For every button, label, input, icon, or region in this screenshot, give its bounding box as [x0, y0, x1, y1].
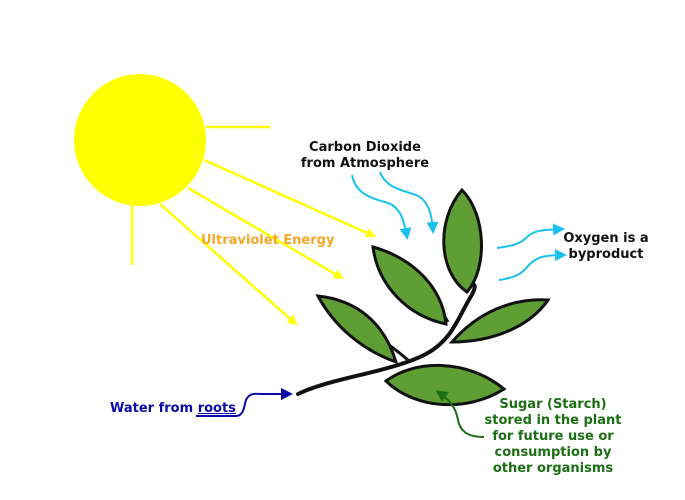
sun-disc — [74, 74, 206, 206]
co2-label-line-1: Carbon Dioxide — [309, 140, 421, 155]
leaf-top — [442, 187, 483, 294]
sugar-label-line-1: Sugar (Starch) — [499, 397, 607, 412]
oxygen-label: Oxygen is a byproduct — [556, 231, 656, 263]
leaf-left — [315, 294, 399, 365]
water-label-text: Water from — [110, 401, 198, 416]
oxygen-label-line-2: byproduct — [568, 247, 644, 262]
sugar-label-line-5: other organisms — [492, 461, 614, 476]
oxygen-arrow-2 — [498, 249, 567, 281]
sugar-arrow — [435, 390, 485, 438]
uv-arrow-3 — [159, 203, 298, 326]
sugar-label-line-2: stored in the plant — [484, 413, 622, 428]
sugar-label-line-4: consumption by — [494, 445, 612, 460]
uv-label: Ultraviolet Energy — [201, 233, 335, 248]
oxygen-arrows — [496, 223, 567, 281]
uv-arrow-2 — [187, 186, 344, 280]
leaf-right — [448, 298, 551, 344]
plant — [296, 187, 551, 407]
co2-arrow-1 — [351, 174, 412, 240]
oxygen-label-line-1: Oxygen is a — [563, 231, 649, 246]
co2-label: Carbon Dioxide from Atmosphere — [290, 140, 440, 172]
co2-label-line-2: from Atmosphere — [300, 156, 430, 171]
co2-arrow-2 — [379, 171, 439, 234]
water-arrow — [196, 388, 293, 417]
uv-arrow-1 — [203, 158, 376, 238]
co2-arrows — [351, 171, 439, 240]
sun — [74, 74, 270, 265]
leaf-upper-left — [371, 244, 448, 326]
uv-arrows — [159, 158, 376, 326]
plant-stem — [296, 282, 477, 396]
water-label: Water from roots — [110, 401, 236, 417]
leaf-bottom — [383, 364, 507, 407]
oxygen-arrow-1 — [496, 223, 565, 249]
sugar-label: Sugar (Starch) stored in the plant for f… — [478, 397, 628, 477]
water-label-roots: roots — [197, 401, 236, 416]
sugar-label-line-3: for future use or — [492, 429, 614, 444]
